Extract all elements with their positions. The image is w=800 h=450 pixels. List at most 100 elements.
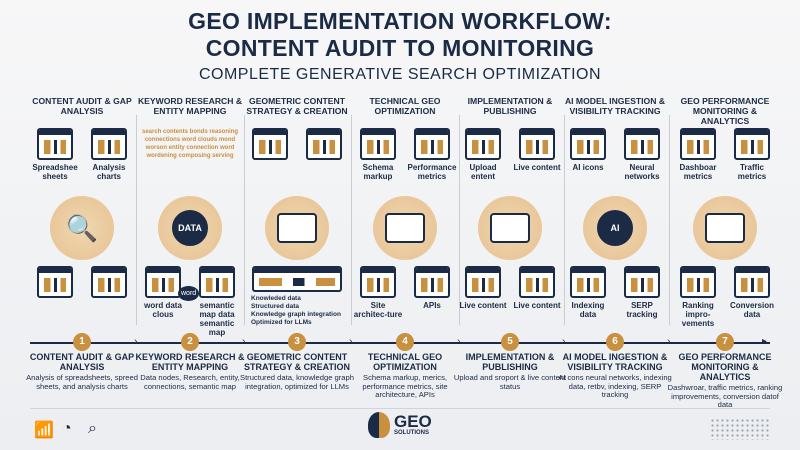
item-label: Traffic metrics <box>737 163 767 181</box>
page-title: GEO IMPLEMENTATION WORKFLOW: CONTENT AUD… <box>0 8 800 62</box>
arrow-icon: › <box>134 336 138 347</box>
graphic <box>741 278 763 292</box>
step-description: Structured data, knowledge graph integra… <box>240 373 354 391</box>
graphic <box>259 278 335 286</box>
window-icon <box>360 128 396 160</box>
window-icon <box>414 266 450 298</box>
step-summary: AI MODEL INGESTION & VISIBILITY TRACKING… <box>555 352 675 400</box>
graphic <box>421 140 443 154</box>
item-label: AI icons <box>572 163 604 172</box>
top-item: Spreadshee sheets <box>30 128 80 181</box>
item-label: Analysis charts <box>92 163 126 181</box>
item-label: Live content <box>459 301 507 310</box>
window-icon <box>680 266 716 298</box>
column-header: AI MODEL INGESTION & VISIBILITY TRACKING <box>564 96 666 116</box>
step-number-badge: 5 <box>501 333 519 351</box>
arrow-icon: › <box>242 336 246 347</box>
window-icon <box>414 128 450 160</box>
graphic <box>44 278 66 292</box>
graphic <box>421 278 443 292</box>
bottom-items: word data clous semantic map data semanti… <box>136 266 244 337</box>
item-label: Spreadshee sheets <box>32 163 78 181</box>
word-cloud: search contents bonds reasoning connecti… <box>141 129 239 159</box>
item-label: Site architec-ture <box>353 301 403 319</box>
graphic <box>687 278 709 292</box>
step-title: KEYWORD RESEARCH & ENTITY MAPPING <box>135 352 245 372</box>
workflow-column: KEYWORD RESEARCH & ENTITY MAPPING search … <box>136 96 244 337</box>
step-description: Dashwroar, traffic metrics, ranking impr… <box>667 383 783 409</box>
logo-subtext: SOLUTIONS <box>394 430 430 436</box>
item-label: Neural networks <box>624 163 660 181</box>
item-label: Schema markup <box>362 163 394 181</box>
hub-circle <box>265 196 329 260</box>
bullet-item: Structured data <box>251 303 300 310</box>
graphic <box>313 140 335 154</box>
step-title: CONTENT AUDIT & GAP ANALYSIS <box>29 352 135 372</box>
step-title: GEO PERFORMANCE MONITORING & ANALYTICS <box>678 352 772 382</box>
hub-icon: AI <box>597 210 633 246</box>
graphic <box>367 140 389 154</box>
bar-chart-icon: 📶 <box>34 422 54 439</box>
window-icon <box>91 128 127 160</box>
hub-circle <box>693 196 757 260</box>
step-description: Upload and sroport & live content status <box>453 373 567 391</box>
window-icon <box>199 266 235 298</box>
graphic <box>472 278 494 292</box>
bottom-item: semantic map data semantic map <box>192 266 242 337</box>
step-description: Analysis of spreadsheets, spreed sheets,… <box>26 373 138 391</box>
item-label: word data clous <box>144 301 182 319</box>
bottom-item: Conversion data <box>727 266 777 319</box>
arrow-icon: › <box>667 336 671 347</box>
logo-mark-icon <box>368 412 390 438</box>
top-item: Upload entent <box>458 128 508 181</box>
workflow-column: GEOMETRIC CONTENT STRATEGY & CREATION Kno… <box>243 96 351 331</box>
graphic <box>152 278 174 292</box>
window-icon <box>91 266 127 298</box>
column-header: GEOMETRIC CONTENT STRATEGY & CREATION <box>246 96 348 116</box>
window-icon <box>624 266 660 298</box>
hub-icon <box>277 213 317 243</box>
item-label: Live content <box>513 301 561 310</box>
item-label: SERP tracking <box>626 301 658 319</box>
top-item <box>245 128 295 163</box>
column-header: KEYWORD RESEARCH & ENTITY MAPPING <box>137 96 243 116</box>
window-icon <box>519 266 555 298</box>
window-icon <box>734 266 770 298</box>
step-description: AI cons neural networks, indexing data, … <box>558 373 672 399</box>
bottom-items <box>28 266 136 336</box>
window-icon <box>360 266 396 298</box>
step-timeline: 1›2›3›4›5›6›7▸ <box>30 333 770 351</box>
workflow-column: IMPLEMENTATION & PUBLISHING Upload entent… <box>456 96 564 331</box>
workflow-column: AI MODEL INGESTION & VISIBILITY TRACKING… <box>561 96 669 331</box>
column-header: IMPLEMENTATION & PUBLISHING <box>467 96 553 116</box>
window-icon <box>306 128 342 160</box>
logo-text: GEO <box>394 412 432 431</box>
step-number-badge: 7 <box>716 333 734 351</box>
pie-chart-icon: ◔ <box>62 420 72 437</box>
graphic <box>526 278 548 292</box>
column-separator <box>136 115 137 325</box>
hub-icon <box>490 213 530 243</box>
top-item: Neural networks <box>617 128 667 181</box>
window-icon <box>570 128 606 160</box>
top-item: AI icons <box>563 128 613 172</box>
bottom-item <box>84 266 134 301</box>
top-items: AI icons Neural networks <box>561 128 669 198</box>
arrow-icon: › <box>349 336 353 347</box>
hub-icon <box>385 213 425 243</box>
